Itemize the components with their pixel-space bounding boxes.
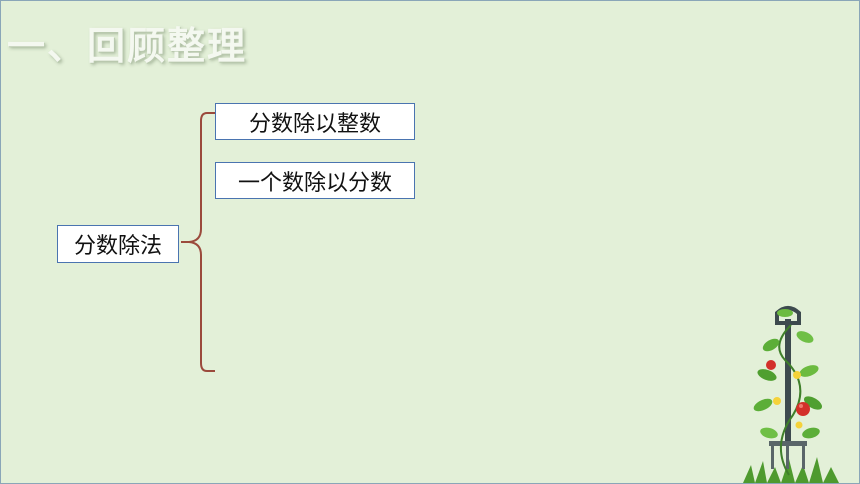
branch-box-number-divided-by-fraction: 一个数除以分数: [215, 162, 415, 199]
slide-title: 一、回顾整理: [7, 24, 248, 68]
root-topic-box: 分数除法: [57, 225, 179, 263]
tomato-plant-illustration: [743, 306, 839, 483]
brace-connector: [181, 112, 215, 372]
branch-box-fraction-divided-by-integer: 分数除以整数: [215, 103, 415, 140]
